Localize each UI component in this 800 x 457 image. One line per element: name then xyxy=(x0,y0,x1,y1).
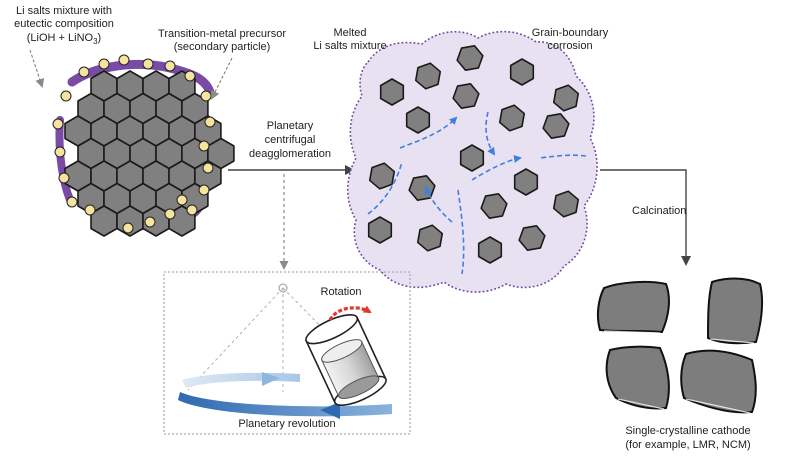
li-salts-pointer xyxy=(29,49,45,88)
planetary-label-line1: Planetary xyxy=(267,120,314,132)
salt-particle xyxy=(164,60,176,72)
salt-particle xyxy=(198,140,210,152)
salt-particle xyxy=(202,162,214,174)
crystal-grain xyxy=(542,112,570,140)
crystal-grain xyxy=(367,216,393,244)
calcination-label: Calcination xyxy=(632,205,686,217)
salt-particle xyxy=(186,204,198,216)
salt-particle xyxy=(164,208,176,220)
salt-particle xyxy=(60,90,72,102)
revolution-arrow-right-icon xyxy=(262,372,280,386)
li-salts-label-line3: (LiOH + LiNO3) xyxy=(27,32,101,46)
salt-particle xyxy=(198,184,210,196)
precursor-label-line1: Transition-metal precursor xyxy=(158,28,286,40)
crystal-grain xyxy=(498,104,526,132)
salt-particle xyxy=(84,204,96,216)
melted-label-line1: Melted xyxy=(333,27,366,39)
crystal-grain xyxy=(414,62,442,90)
salt-particle xyxy=(204,116,216,128)
crystal-grain xyxy=(552,84,580,112)
salt-particle xyxy=(122,222,134,234)
cathode-label-line1: Single-crystalline cathode xyxy=(625,425,750,437)
precursor-label-line2: (secondary particle) xyxy=(174,41,271,53)
crystal-grain xyxy=(452,82,480,110)
melted-label-line2: Li salts mixture xyxy=(313,40,386,52)
salt-particle xyxy=(66,196,78,208)
revolution-band-top xyxy=(182,372,300,388)
salt-particle xyxy=(200,90,212,102)
crystal-grain xyxy=(459,144,485,172)
salt-particle xyxy=(142,58,154,70)
salt-particle xyxy=(58,172,70,184)
crystal-grain xyxy=(416,224,444,252)
rotation-arrow-icon xyxy=(328,305,372,321)
crystal-grain xyxy=(480,192,508,220)
cathode-label-line2: (for example, LMR, NCM) xyxy=(625,439,750,451)
salt-particles xyxy=(52,54,216,234)
process-arrow-calcination xyxy=(600,169,691,266)
salt-particle xyxy=(176,194,188,206)
crystal-grain xyxy=(477,236,503,264)
single-crystal-icon xyxy=(596,277,764,414)
hexagon-cluster-icon xyxy=(64,70,235,237)
flow-arrows xyxy=(367,111,587,275)
crystal-grain xyxy=(379,78,405,106)
salt-particle xyxy=(54,146,66,158)
crystal-grain xyxy=(509,58,535,86)
revolution-arrow-left-icon xyxy=(320,402,340,419)
milling-jar-icon xyxy=(305,314,387,406)
salt-particle xyxy=(98,58,110,70)
grain-boundary-label-line1: Grain-boundary xyxy=(532,27,609,39)
li-salts-label-line1: Li salts mixture with xyxy=(16,5,112,17)
precursor-particle xyxy=(52,54,235,237)
salt-particle xyxy=(144,216,156,228)
salt-particle xyxy=(184,70,196,82)
crystal-highlights xyxy=(603,330,755,414)
planetary-label-line2: centrifugal xyxy=(265,134,316,146)
rotation-label: Rotation xyxy=(321,286,362,298)
crystal-grains xyxy=(367,44,580,264)
salt-particle xyxy=(52,118,64,130)
planetary-revolution-label: Planetary revolution xyxy=(238,418,335,430)
precursor-pointer xyxy=(211,57,233,100)
crystal-grain xyxy=(368,162,396,190)
salt-particle xyxy=(118,54,130,66)
crystal-grain xyxy=(552,190,580,218)
salt-particle xyxy=(78,66,90,78)
planetary-label-line3: deagglomeration xyxy=(249,148,331,160)
crystal-grain xyxy=(405,106,431,134)
crystal-grain xyxy=(456,44,484,72)
crystal-grain xyxy=(513,168,539,196)
crystal-grain xyxy=(518,224,546,252)
pivot-icon xyxy=(278,283,288,293)
li-salts-label-line2: eutectic composition xyxy=(14,18,114,30)
grain-boundary-label-line2: corrosion xyxy=(547,40,592,52)
